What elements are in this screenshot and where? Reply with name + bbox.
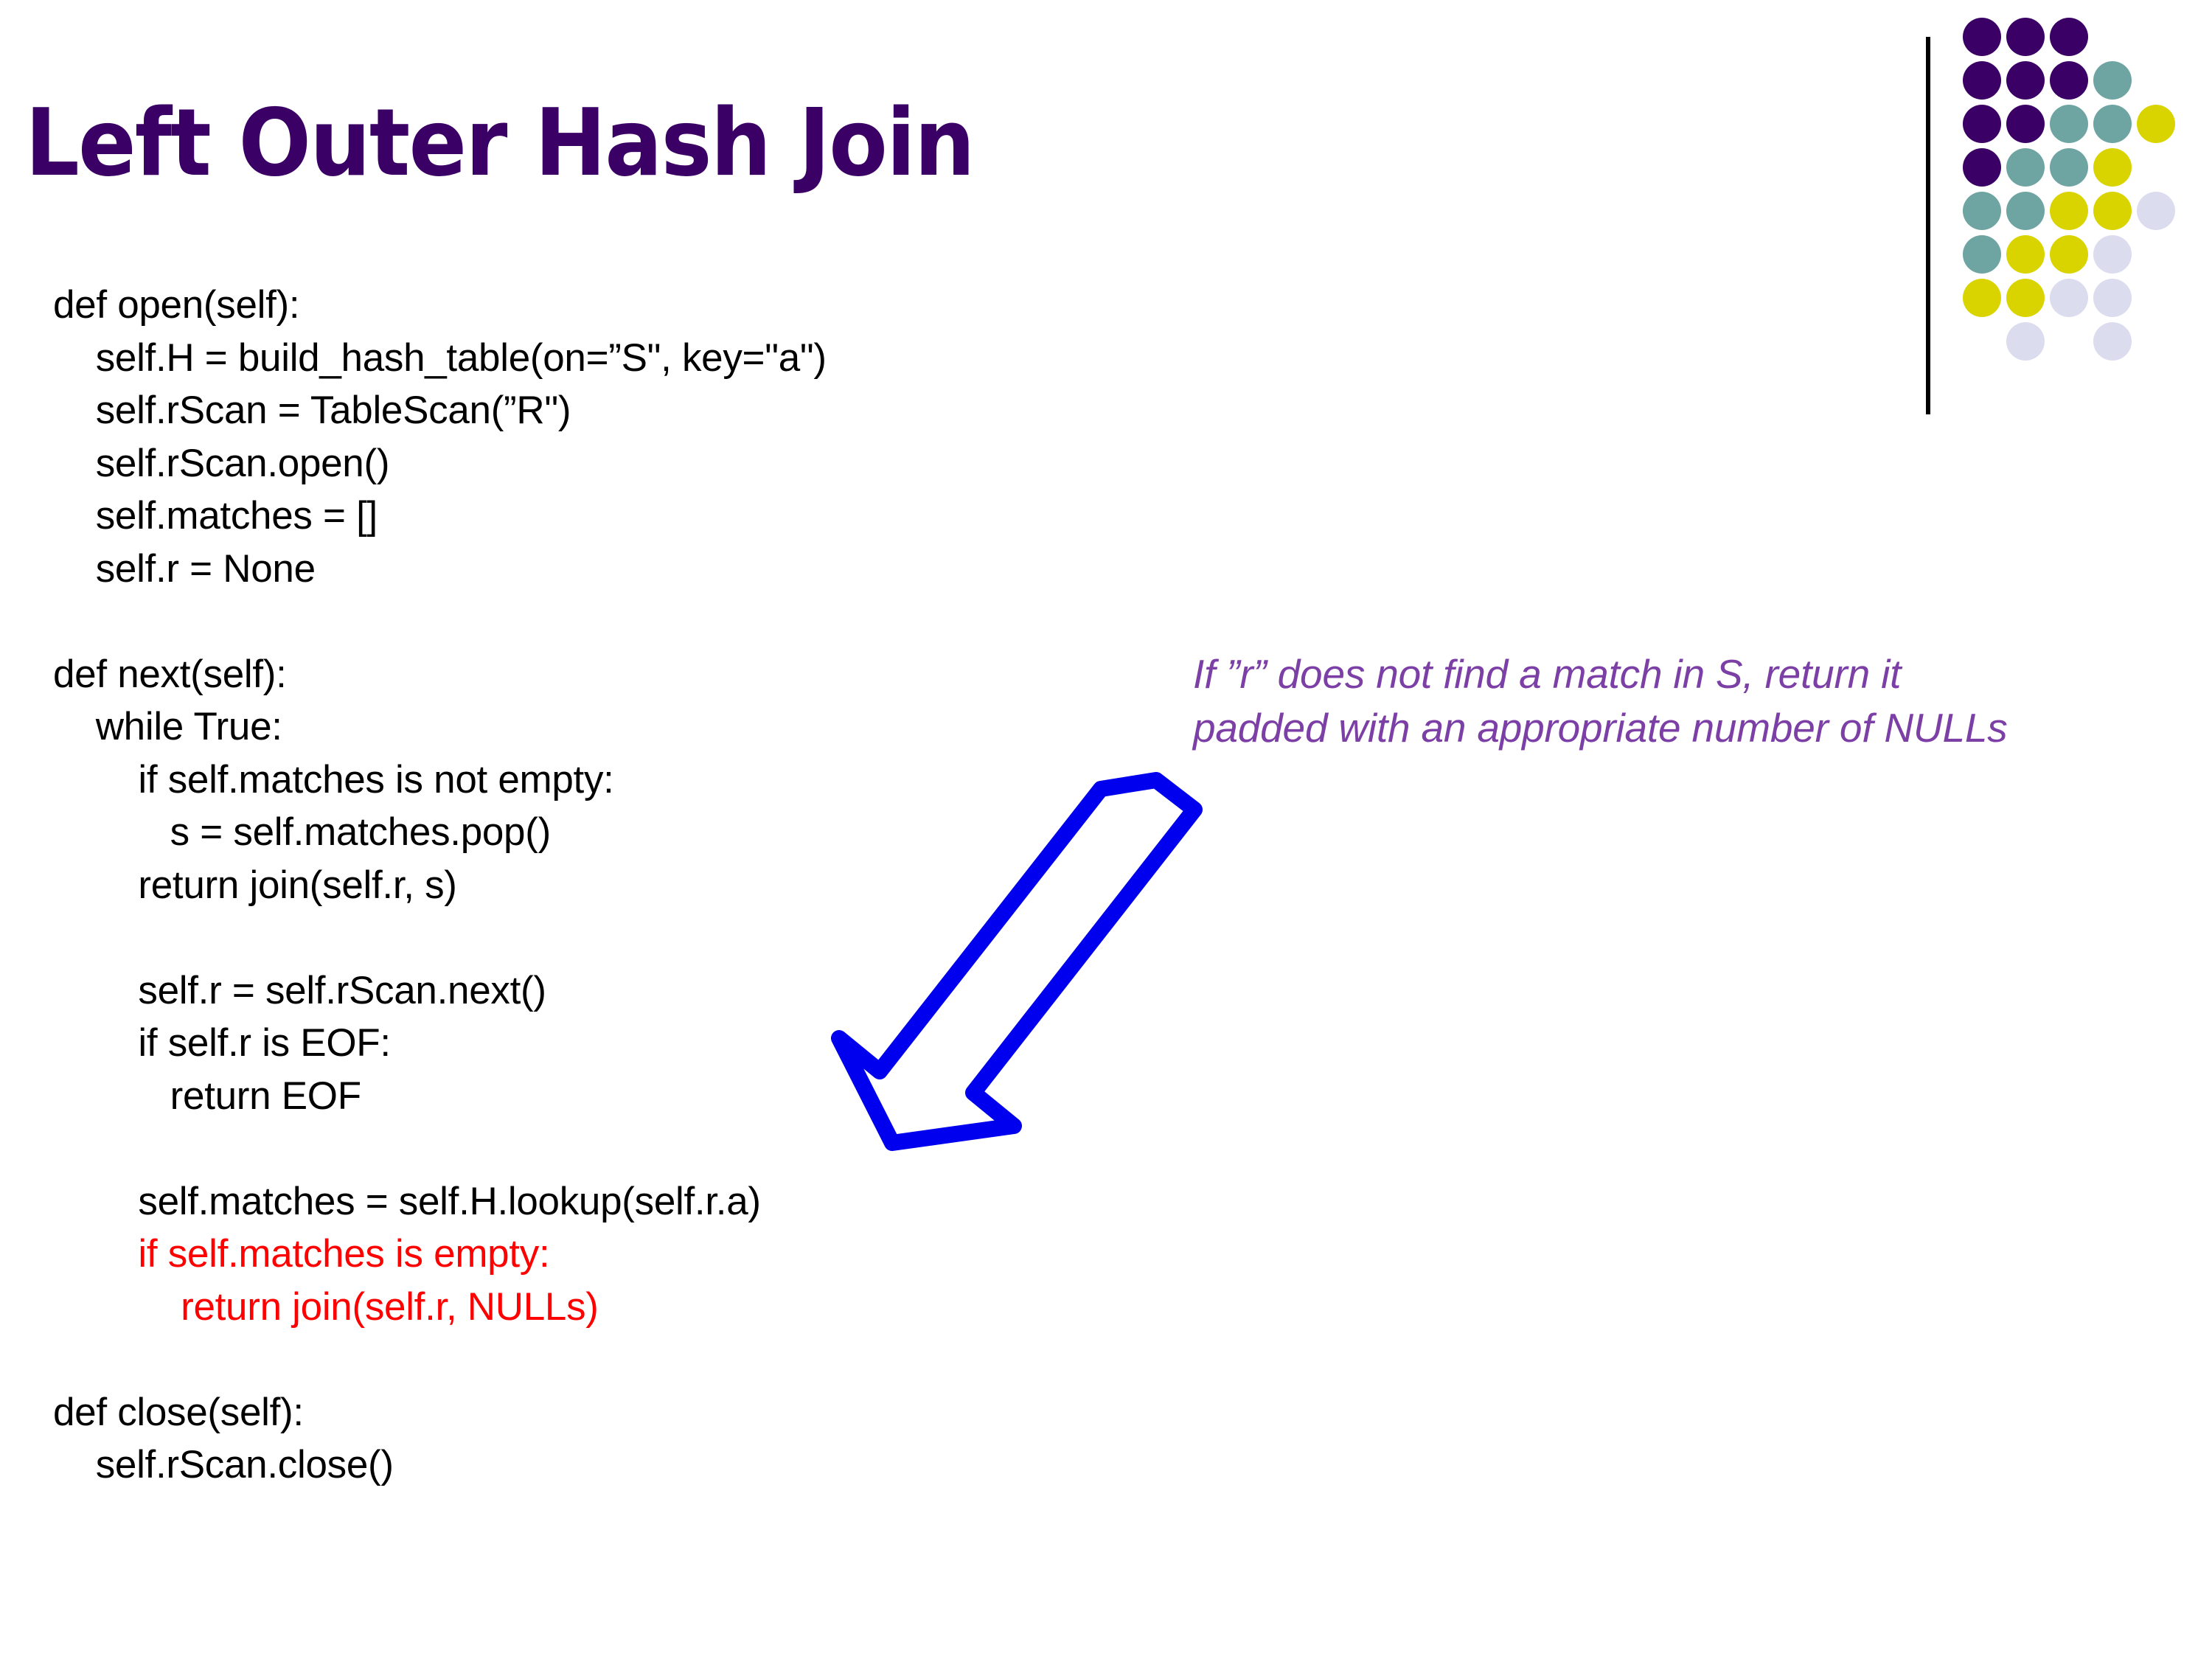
annotation-text: If ”r” does not find a match in S, retur…: [1193, 651, 2008, 751]
logo-dot-purple: [2050, 18, 2088, 56]
logo-dot-yellow: [1963, 279, 2001, 317]
code-line: self.matches = self.H.lookup(self.r.a): [53, 1179, 761, 1223]
logo-dot-teal: [1963, 192, 2001, 230]
logo-dot-yellow: [2093, 148, 2132, 187]
logo-dot-purple: [1963, 148, 2001, 187]
logo-dot-yellow: [2093, 192, 2132, 230]
code-line: return join(self.r, NULLs): [53, 1284, 599, 1329]
code-line: self.rScan.close(): [53, 1443, 394, 1486]
code-line: s = self.matches.pop(): [53, 810, 552, 854]
logo-dot-teal: [2050, 105, 2088, 143]
code-line: def open(self):: [53, 283, 300, 327]
code-line-blank: [53, 911, 827, 964]
code-line: if self.matches is empty:: [53, 1232, 550, 1276]
logo-dot-teal: [2006, 148, 2045, 187]
logo-dot-lavender: [2006, 322, 2045, 361]
logo-dot-teal: [2093, 61, 2132, 100]
code-line-blank: [53, 1333, 827, 1386]
code-line: def close(self):: [53, 1390, 304, 1434]
logo-dot-purple: [2006, 105, 2045, 143]
logo-dot-yellow: [2137, 105, 2175, 143]
dot-grid-logo: [1963, 18, 2206, 386]
code-block: def open(self): self.H = build_hash_tabl…: [53, 279, 827, 1492]
logo-dot-teal: [1963, 235, 2001, 274]
logo-dot-purple: [1963, 105, 2001, 143]
logo-dot-teal: [2093, 105, 2132, 143]
logo-dot-yellow: [2006, 279, 2045, 317]
logo-dot-purple: [1963, 61, 2001, 100]
code-line: while True:: [53, 705, 282, 748]
code-line: self.r = None: [53, 546, 316, 591]
logo-dot-lavender: [2093, 279, 2132, 317]
logo-divider-line: [1926, 37, 1930, 414]
logo-dot-yellow: [2006, 235, 2045, 274]
logo-dot-lavender: [2093, 322, 2132, 361]
code-line: self.H = build_hash_table(on=”S", key="a…: [53, 335, 827, 380]
logo-dot-yellow: [2050, 192, 2088, 230]
logo-dot-teal: [2050, 148, 2088, 187]
page-title: Left Outer Hash Join: [25, 88, 975, 197]
logo-dot-teal: [2006, 192, 2045, 230]
code-line: def next(self):: [53, 652, 287, 696]
code-line: return join(self.r, s): [53, 863, 457, 907]
code-line: self.matches = []: [53, 494, 378, 538]
callout-arrow-icon: [831, 772, 1203, 1151]
logo-dot-purple: [2006, 61, 2045, 100]
code-line: self.r = self.rScan.next(): [53, 968, 546, 1012]
logo-dot-yellow: [2050, 235, 2088, 274]
code-line: self.rScan = TableScan(”R"): [53, 389, 571, 432]
code-line: if self.r is EOF:: [53, 1021, 391, 1065]
logo-dot-lavender: [2093, 235, 2132, 274]
logo-dot-lavender: [2050, 279, 2088, 317]
logo-dot-lavender: [2137, 192, 2175, 230]
code-line: if self.matches is not empty:: [53, 757, 614, 801]
code-line: self.rScan.open(): [53, 441, 390, 485]
code-line-blank: [53, 595, 827, 648]
code-line: return EOF: [53, 1074, 361, 1118]
code-line-blank: [53, 1122, 827, 1175]
logo-dot-purple: [1963, 18, 2001, 56]
logo-dot-purple: [2050, 61, 2088, 100]
logo-dot-purple: [2006, 18, 2045, 56]
